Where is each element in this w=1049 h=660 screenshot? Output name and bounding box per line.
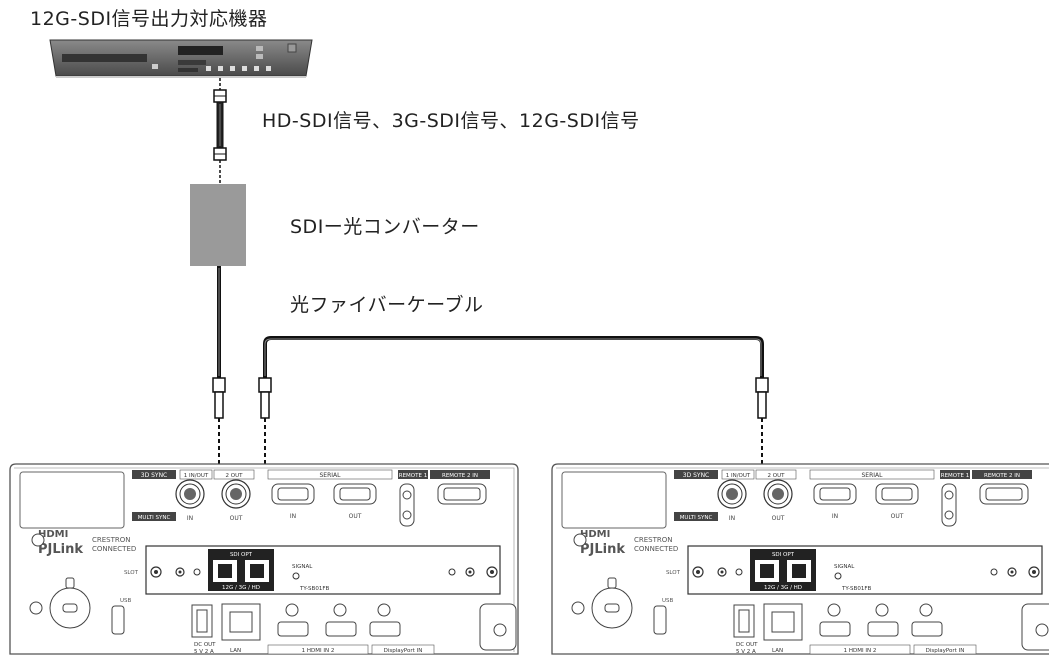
label-remote2: REMOTE 2 IN — [442, 473, 478, 479]
slot-label: SLOT — [124, 570, 139, 576]
label-out: OUT — [230, 515, 243, 522]
dc-out-label: DC OUT — [194, 642, 216, 648]
connected-label: CONNECTED — [92, 545, 136, 553]
device-label: 12G-SDI信号出力対応機器 — [30, 8, 268, 30]
fiber-cable-label: 光ファイバーケーブル — [290, 294, 484, 316]
label-3d-sync: 3D SYNC — [141, 472, 168, 479]
signal-led-label: SIGNAL — [292, 564, 313, 570]
pjlink-logo: PJLink — [38, 542, 83, 557]
crestron-label: CRESTRON — [92, 536, 131, 544]
projector-panel-2 — [551, 463, 1049, 656]
sdi-output-device — [49, 39, 313, 78]
dc-out-value: 5 V 2 A — [194, 649, 214, 655]
label-serial: SERIAL — [320, 472, 342, 479]
label-1-in-out: 1 IN/OUT — [184, 473, 209, 479]
label-serial-out: OUT — [349, 513, 362, 520]
label-serial-in: IN — [290, 513, 296, 520]
hdmi-in-label: 1 HDMI IN 2 — [302, 648, 335, 654]
label-multi-sync: MULTI SYNC — [138, 515, 171, 521]
signal-label: HD-SDI信号、3G-SDI信号、12G-SDI信号 — [262, 110, 640, 132]
speed-label: 12G / 3G / HD — [222, 585, 260, 591]
dp-in-label: DisplayPort IN — [384, 648, 423, 654]
board-label: TY-SB01FB — [299, 586, 329, 592]
projector-panel: 3D SYNC 1 IN/OUT 2 OUT MULTI SYNC IN OUT… — [9, 463, 519, 655]
sdi-coax-cable — [213, 78, 227, 184]
label-remote1: REMOTE 1 — [399, 473, 427, 479]
hdmi-logo: HDMI — [38, 529, 68, 540]
sdi-opt-label: SDI OPT — [230, 552, 253, 558]
label-in: IN — [187, 515, 193, 522]
usb-label: USB — [120, 598, 132, 604]
lan-label: LAN — [230, 648, 241, 654]
sdi-optical-converter — [190, 184, 246, 266]
label-2-out: 2 OUT — [226, 473, 244, 479]
converter-label: SDIー光コンバーター — [290, 216, 480, 238]
